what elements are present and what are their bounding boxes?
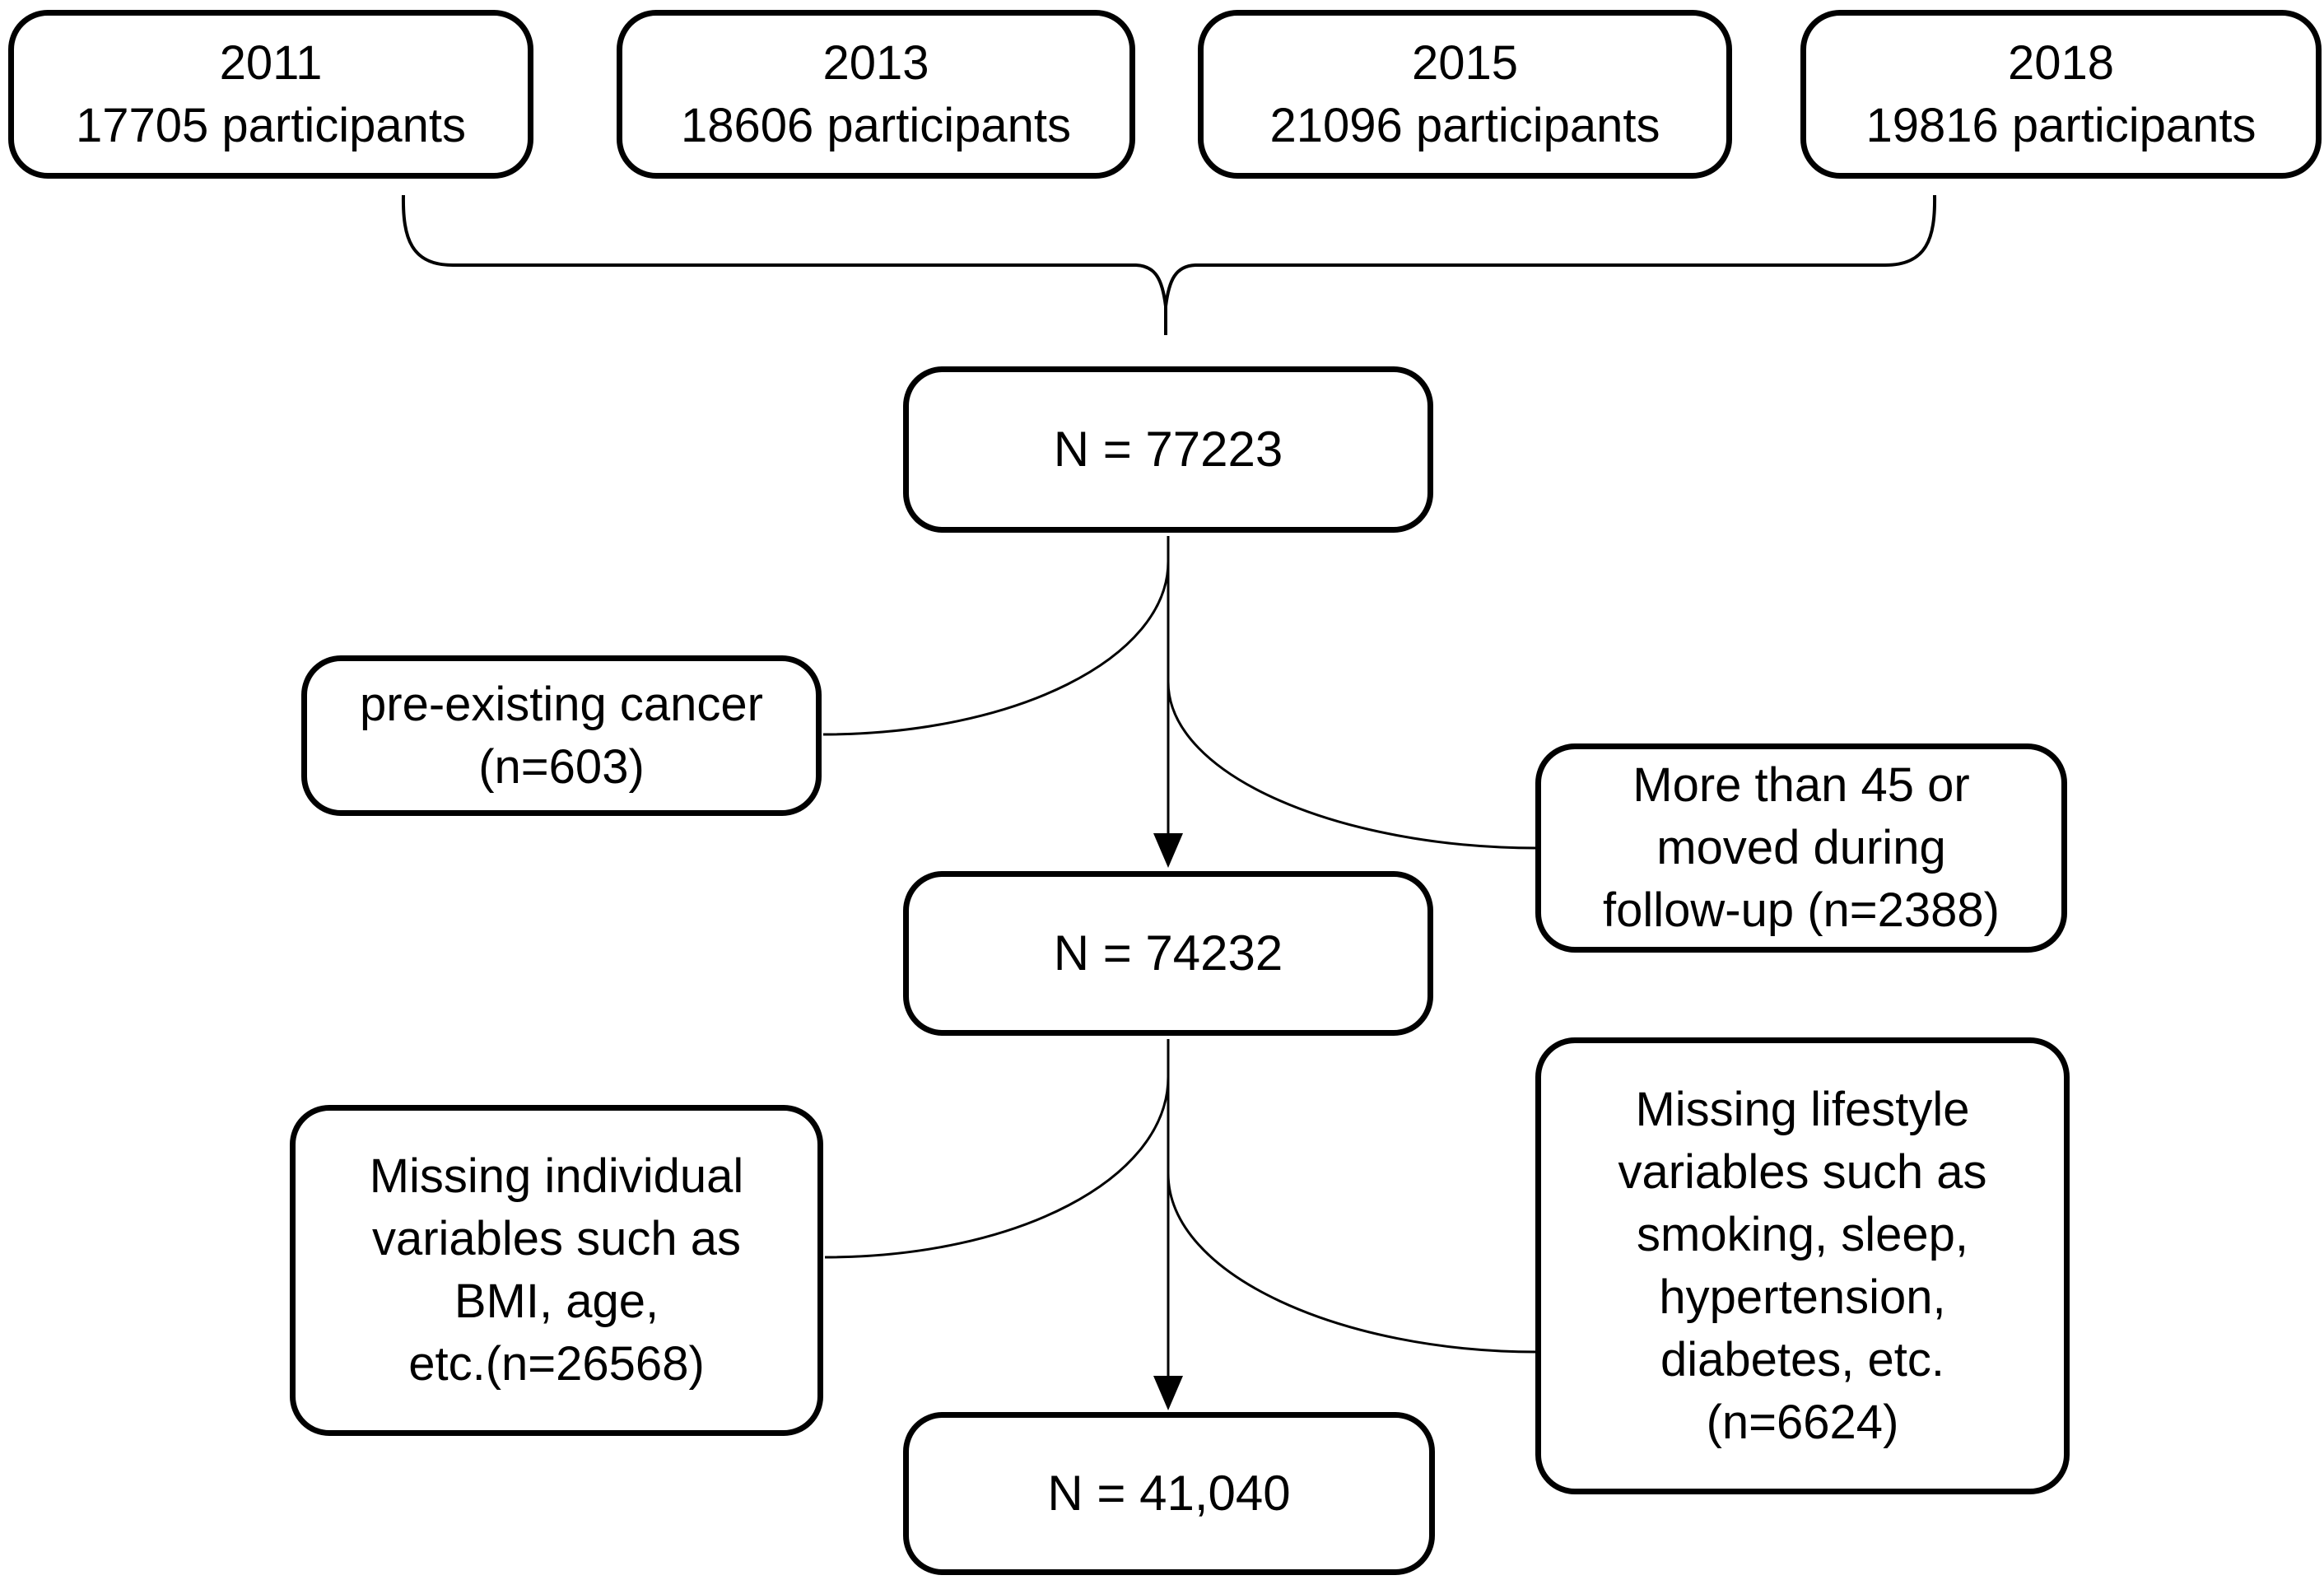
- exclusion-box-pre-existing-cancer: pre-existing cancer (n=603): [301, 655, 822, 816]
- arrowhead-mid-to-final: [1153, 1376, 1183, 1410]
- wave-year: 2013: [822, 35, 929, 90]
- exclusion-line: BMI, age,: [454, 1275, 659, 1328]
- wave-box-2011: 2011 17705 participants: [8, 10, 533, 179]
- wave-participants: 18606 participants: [681, 98, 1071, 152]
- exclusion-line: variables such as: [371, 1212, 742, 1265]
- brace-right-half: [1164, 194, 1937, 335]
- curve-to-cancer-exclusion: [822, 561, 1170, 736]
- total-initial-value: N = 77223: [1053, 422, 1283, 477]
- total-final-box: N = 41,040: [903, 1412, 1435, 1575]
- wave-year: 2018: [2007, 35, 2115, 90]
- exclusion-line: hypertension,: [1659, 1270, 1946, 1324]
- exclusion-line: Missing lifestyle: [1635, 1082, 1970, 1136]
- wave-participants: 19816 participants: [1865, 98, 2256, 152]
- exclusion-line: etc.(n=26568): [408, 1337, 705, 1391]
- exclusion-line: diabetes, etc.: [1660, 1332, 1944, 1387]
- curve-to-individual-exclusion: [824, 1076, 1170, 1259]
- wave-year: 2011: [219, 35, 323, 90]
- exclusion-line: smoking, sleep,: [1637, 1207, 1968, 1261]
- exclusion-line: Missing individual: [369, 1149, 744, 1203]
- curve-to-lifestyle-exclusion: [1167, 1172, 1538, 1354]
- total-after-first-exclusions-box: N = 74232: [903, 871, 1433, 1036]
- exclusion-box-age-or-moved: More than 45 or moved during follow-up (…: [1535, 743, 2067, 953]
- exclusion-line: (n=603): [478, 739, 645, 794]
- exclusion-line: variables such as: [1618, 1144, 1987, 1199]
- total-mid-value: N = 74232: [1053, 925, 1283, 981]
- exclusion-line: More than 45 or: [1632, 758, 1970, 812]
- exclusion-line: pre-existing cancer: [360, 677, 763, 731]
- wave-box-2015: 2015 21096 participants: [1198, 10, 1732, 179]
- arrowhead-initial-to-mid: [1153, 833, 1183, 868]
- total-initial-box: N = 77223: [903, 366, 1433, 533]
- wave-box-2018: 2018 19816 participants: [1800, 10, 2322, 179]
- total-final-value: N = 41,040: [1047, 1466, 1291, 1521]
- wave-participants: 17705 participants: [76, 98, 466, 152]
- wave-participants: 21096 participants: [1269, 98, 1660, 152]
- wave-box-2013: 2013 18606 participants: [617, 10, 1135, 179]
- exclusion-box-missing-lifestyle: Missing lifestyle variables such as smok…: [1535, 1037, 2070, 1494]
- exclusion-box-missing-individual: Missing individual variables such as BMI…: [290, 1105, 823, 1436]
- exclusion-line: moved during: [1656, 821, 1946, 874]
- brace-left-half: [401, 194, 1167, 335]
- curve-to-age-exclusion: [1167, 681, 1538, 850]
- exclusion-line: (n=6624): [1706, 1395, 1899, 1449]
- exclusion-line: follow-up (n=2388): [1602, 883, 2000, 937]
- wave-year: 2015: [1411, 35, 1519, 90]
